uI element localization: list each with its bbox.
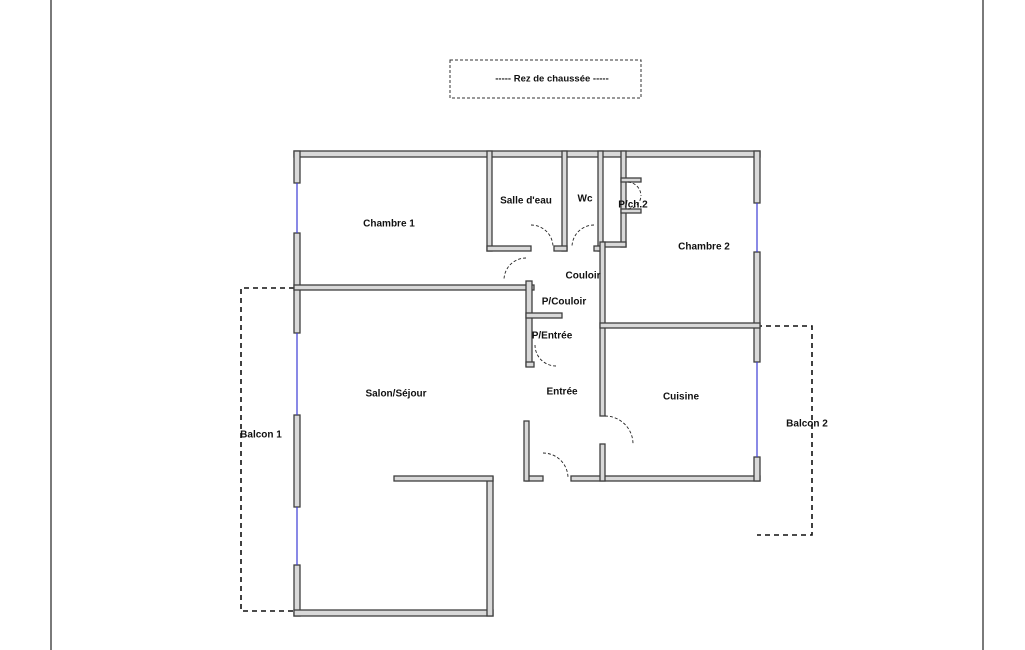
wall [525,280,533,367]
room-label-salon: Salon/Séjour [365,389,426,400]
walls [293,150,761,617]
wall [293,150,761,158]
room-label-cuisine: Cuisine [663,392,700,403]
door-swing [542,452,569,479]
wall [599,443,606,482]
room-label-chambre-2: Chambre 2 [678,242,730,253]
door-swing [627,181,642,197]
room-label-p-couloir: P/Couloir [542,297,587,308]
wall [525,361,535,368]
room-label-couloir: Couloir [566,271,601,282]
room-label-wc: Wc [578,194,593,205]
room-label-balcon-1: Balcon 1 [240,430,282,441]
wall [486,476,494,617]
wall [570,475,761,482]
room-label-entree: Entrée [546,387,578,398]
wall [553,245,568,252]
wall [293,232,301,334]
door-swing [571,224,595,248]
balcon-1-outline [240,287,294,612]
wall [753,150,761,204]
room-label-p-entree: P/Entrée [532,331,573,342]
room-label-salle-eau: Salle d'eau [500,196,552,207]
wall [753,456,761,482]
wall [293,284,535,291]
wall [486,245,532,252]
wall [602,241,627,248]
wall [620,208,642,214]
wall [599,322,761,329]
room-label-p-ch2: P/ch.2 [618,200,648,211]
wall [393,475,494,482]
plan-title: ----- Rez de chaussée ----- [495,74,608,85]
wall [753,251,761,363]
wall [293,150,301,184]
wall [486,150,493,252]
door-swing [534,344,557,367]
wall [293,414,301,508]
room-label-chambre-1: Chambre 1 [363,219,415,230]
balcon-2-outline [757,325,813,536]
wall [293,564,301,617]
wall [599,241,606,417]
wall [561,150,568,252]
door-swing [604,415,634,445]
door-swing [503,257,527,281]
wall [523,420,530,482]
wall [525,312,563,319]
door-swing [627,195,642,210]
door-swing [530,224,554,248]
wall [620,177,642,183]
room-label-balcon-2: Balcon 2 [786,419,828,430]
title-box [449,59,642,99]
wall [293,609,494,617]
windows [296,183,758,565]
wall [597,150,604,252]
door-swings [503,181,642,479]
